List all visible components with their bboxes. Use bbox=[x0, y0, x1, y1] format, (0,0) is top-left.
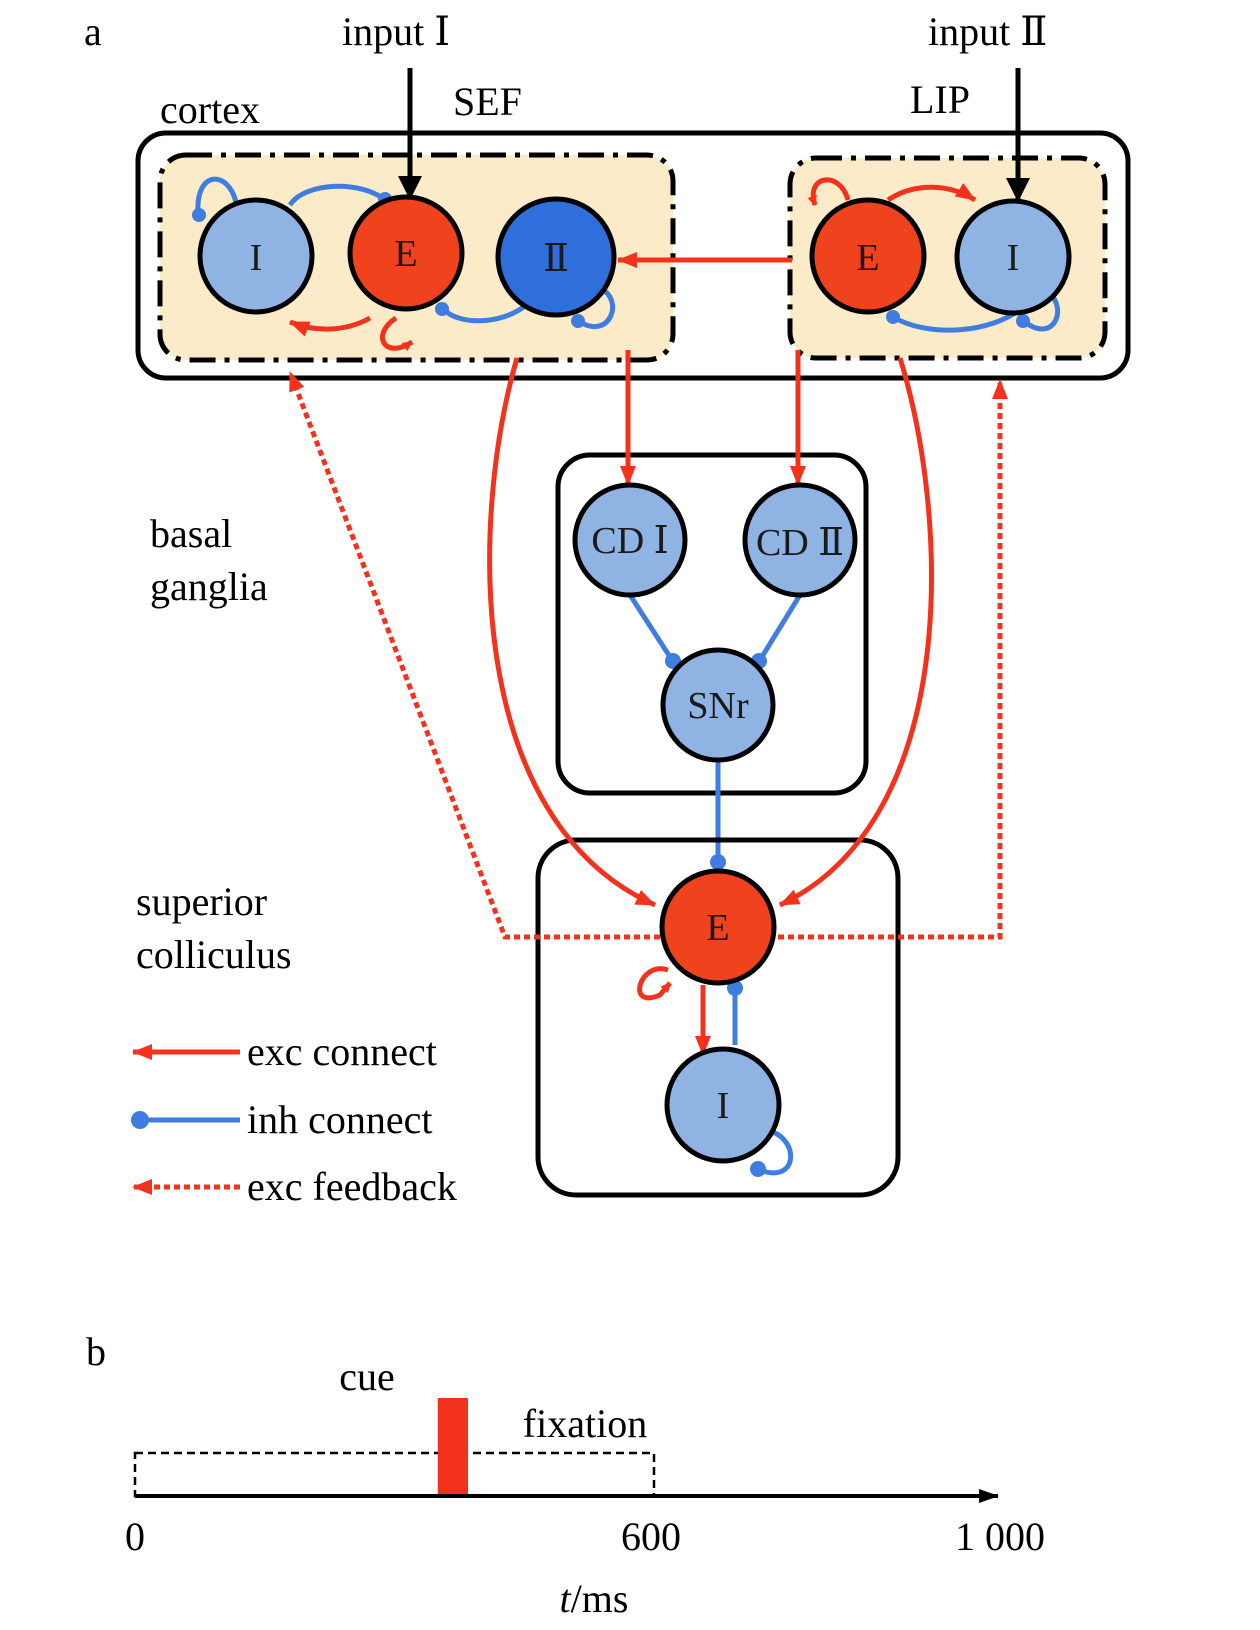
sc-to-sef-feedback bbox=[287, 371, 660, 940]
time-axis-label-unit: /ms bbox=[571, 1576, 629, 1621]
timeline bbox=[133, 1398, 999, 1503]
tick-600-label: 600 bbox=[621, 1514, 681, 1559]
inh-end-dot bbox=[435, 302, 449, 316]
sef-ii-to-e-inh bbox=[442, 303, 527, 324]
legend-inh-dot bbox=[131, 1111, 149, 1129]
basal-ganglia-region bbox=[555, 452, 869, 796]
sef-i-node-label: I bbox=[250, 237, 263, 279]
panel-b-label: b bbox=[86, 1329, 106, 1374]
sef-i-node: I bbox=[197, 197, 315, 315]
cd1-node-label: CD Ⅰ bbox=[591, 520, 668, 562]
panel-a-label: a bbox=[84, 9, 102, 54]
cortex-region bbox=[135, 130, 1131, 381]
inh-end-dot bbox=[886, 310, 900, 324]
lip-e-to-i-exc bbox=[886, 183, 977, 203]
basal-ganglia-label-line2: ganglia bbox=[150, 564, 268, 609]
input-2-label: input Ⅱ bbox=[928, 9, 1047, 54]
lip-i-to-e-inh bbox=[893, 310, 1017, 333]
tick-0-label: 0 bbox=[125, 1514, 145, 1559]
sc-e-node: E bbox=[659, 868, 777, 986]
sef-i-self-inh bbox=[195, 176, 239, 213]
lip-i-node-label: I bbox=[1007, 237, 1020, 279]
sef-ii-self-inh bbox=[578, 285, 616, 330]
lip-label: LIP bbox=[910, 77, 970, 122]
basal-ganglia-label-line1: basal bbox=[150, 511, 232, 556]
sef-e-to-i-exc bbox=[289, 315, 372, 337]
input-1-label: input Ⅰ bbox=[342, 9, 450, 54]
sef-ii-node: Ⅱ bbox=[495, 196, 617, 318]
cd2-node-label: CD Ⅱ bbox=[756, 522, 844, 564]
time-axis-label: t/ms bbox=[560, 1576, 629, 1621]
fixation-label: fixation bbox=[523, 1401, 647, 1446]
tick-1000-label: 1 000 bbox=[955, 1514, 1045, 1559]
inh-end-dot bbox=[1016, 314, 1030, 328]
sc-e-self-exc bbox=[637, 966, 672, 1001]
lip-e-node: E bbox=[809, 197, 927, 315]
cd1-to-snr-inh bbox=[627, 593, 675, 662]
sc-i-node: I bbox=[664, 1046, 782, 1164]
superior-colliculus-region bbox=[535, 837, 901, 1198]
cue-period-bar bbox=[437, 1398, 469, 1496]
sef-e-to-i-inh bbox=[287, 183, 387, 207]
cd2-node: CD Ⅱ bbox=[742, 482, 858, 598]
inh-end-dot bbox=[710, 854, 726, 870]
lip-e-node-label: E bbox=[856, 237, 879, 279]
sc-i-node-label: I bbox=[717, 1085, 730, 1127]
sef-to-sc-e-exc bbox=[487, 357, 657, 908]
legend-exc-label: exc connect bbox=[247, 1029, 437, 1074]
sc-i-self-inh bbox=[759, 1127, 794, 1176]
legend-inh-label: inh connect bbox=[247, 1097, 433, 1142]
sef-e-self-exc bbox=[380, 315, 414, 352]
snr-node-label: SNr bbox=[687, 685, 749, 727]
superior-colliculus-label-line2: colliculus bbox=[136, 932, 292, 977]
cd1-node: CD Ⅰ bbox=[572, 482, 688, 598]
legend: exc connect inh connect exc feedback bbox=[131, 1029, 457, 1209]
time-axis-label-variable: t bbox=[560, 1576, 572, 1621]
inh-end-dot bbox=[571, 314, 585, 328]
cd2-to-snr-inh bbox=[757, 593, 803, 662]
snr-node: SNr bbox=[660, 647, 776, 763]
inh-end-dot bbox=[750, 1161, 766, 1177]
sef-e-node: E bbox=[347, 194, 465, 312]
superior-colliculus-label-line1: superior bbox=[136, 879, 267, 924]
lip-to-sc-e-exc bbox=[778, 357, 934, 908]
cue-label: cue bbox=[339, 1354, 395, 1399]
fixation-period-box bbox=[133, 1451, 656, 1498]
sc-e-node-label: E bbox=[706, 907, 729, 949]
sef-label: SEF bbox=[453, 79, 522, 124]
sc-to-lip-feedback bbox=[778, 379, 1008, 940]
legend-feedback-label: exc feedback bbox=[247, 1164, 457, 1209]
lip-e-self-exc bbox=[807, 177, 851, 206]
inh-end-dot bbox=[192, 208, 206, 222]
cortex-label: cortex bbox=[160, 87, 260, 132]
sef-ii-node-label: Ⅱ bbox=[543, 238, 569, 280]
lip-i-node: I bbox=[954, 198, 1072, 316]
sef-e-node-label: E bbox=[394, 233, 417, 275]
